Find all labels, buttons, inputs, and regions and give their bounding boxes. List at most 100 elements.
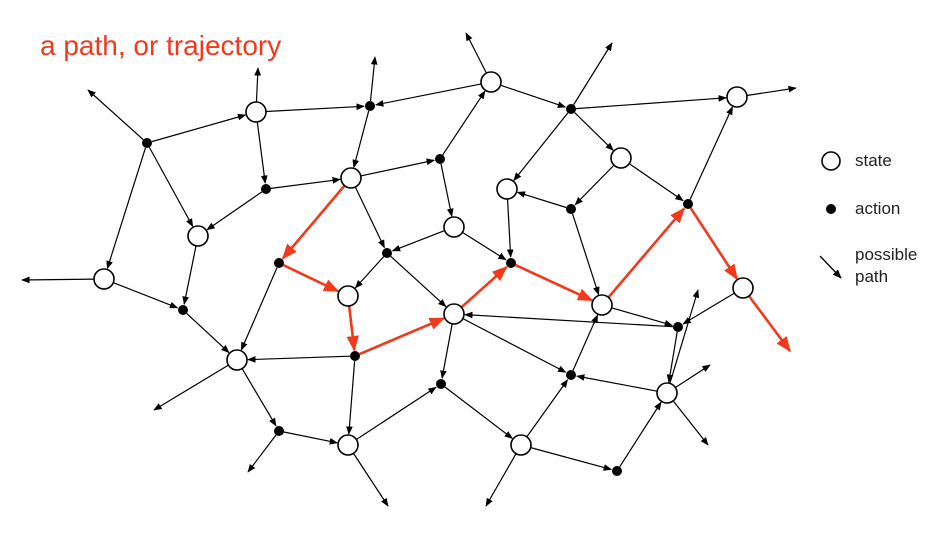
action-node [178, 305, 188, 315]
legend-path-label-line1: possible [855, 245, 918, 264]
graph-edge-open [573, 42, 613, 106]
state-node [656, 382, 678, 404]
graph-edge-open [254, 67, 262, 103]
graph-edge-open [485, 453, 517, 507]
state-node [591, 294, 613, 316]
graph-edge-open [21, 276, 95, 284]
graph-edge [571, 213, 600, 296]
graph-edge-open [352, 453, 389, 507]
graph-edge [572, 314, 599, 371]
graph-edge [462, 231, 507, 261]
graph-edge [354, 186, 385, 249]
action-node [566, 104, 576, 114]
state-node [443, 303, 465, 325]
graph-edge [506, 198, 514, 258]
graph-edge-open [369, 56, 378, 102]
graph-edge [356, 386, 437, 441]
graph-edge [526, 379, 569, 438]
state-node [93, 268, 115, 290]
graph-edge [256, 121, 268, 184]
state-node [726, 86, 748, 108]
state-node [610, 147, 632, 169]
graph-edge-open [465, 32, 487, 74]
graph-edge-open [87, 89, 144, 141]
graph-edge [440, 323, 453, 379]
state-node [496, 178, 518, 200]
graph-nodes [93, 71, 754, 476]
state-node [732, 277, 754, 299]
action-node [673, 322, 683, 332]
legend-state-label: state [855, 151, 892, 170]
graph-edge [682, 292, 735, 325]
graph-edge [442, 90, 486, 156]
graph-edge [240, 267, 278, 351]
graph-edge [182, 245, 197, 305]
graph-edge [354, 256, 385, 289]
graph-edge [283, 431, 339, 445]
action-node [566, 204, 576, 214]
trajectory-edge [359, 317, 446, 356]
graph-edge [247, 355, 351, 363]
graph-edge [628, 163, 684, 202]
graph-edge-open [153, 364, 229, 411]
graph-edge [360, 158, 435, 177]
graph-edge [530, 447, 613, 471]
state-node [480, 71, 502, 93]
graph-edge [148, 147, 194, 228]
graph-edge [444, 386, 513, 439]
action-node [142, 138, 152, 148]
action-node [612, 466, 622, 476]
graph-edge [391, 230, 445, 252]
state-node [337, 285, 359, 307]
graph-edge-open [672, 400, 709, 446]
legend-path-arrow-icon [819, 255, 842, 279]
trajectory-edge [607, 207, 686, 299]
graph-edge [666, 331, 678, 383]
trajectory-edge [281, 184, 346, 260]
legend-action-icon [826, 204, 836, 214]
trajectory-edges [281, 184, 792, 356]
graph-edge [574, 164, 615, 206]
graph-edge [689, 106, 733, 200]
graph-edge [151, 113, 247, 143]
graph-edge [611, 307, 674, 327]
action-node [435, 154, 445, 164]
graph-edge [106, 147, 147, 270]
action-node [382, 248, 392, 258]
graph-edge [241, 368, 277, 427]
trajectory-edge [689, 207, 739, 281]
trajectory-edge [282, 263, 340, 293]
graph-edge-open [669, 289, 700, 384]
action-node [274, 258, 284, 268]
graph-edge [462, 318, 567, 373]
action-node [683, 199, 693, 209]
action-node [566, 370, 576, 380]
graph-edge [464, 311, 674, 328]
state-node [245, 101, 267, 123]
graph-edge-open [746, 85, 797, 97]
action-node [350, 351, 360, 361]
state-node [510, 434, 532, 456]
graph-edge [346, 360, 356, 435]
graph-edge-open [247, 434, 277, 473]
graph-edge-open [675, 364, 711, 389]
graph-edge [186, 312, 230, 354]
state-node [226, 349, 248, 371]
action-node [261, 184, 271, 194]
possible-path-edges [21, 32, 797, 507]
action-node [436, 379, 446, 389]
action-node [274, 426, 284, 436]
action-node [365, 101, 375, 111]
graph-edge [440, 163, 454, 218]
legend-action-label: action [855, 199, 901, 218]
graph-edge [113, 282, 179, 309]
legend [819, 151, 842, 279]
legend-state-icon [821, 151, 841, 171]
graph-edge [500, 84, 567, 108]
legend-path-label-line2: path [855, 267, 889, 286]
graph-edge [513, 112, 569, 182]
graph-edge [270, 177, 341, 189]
graph-edge [352, 110, 370, 169]
graph-edge [516, 191, 567, 209]
